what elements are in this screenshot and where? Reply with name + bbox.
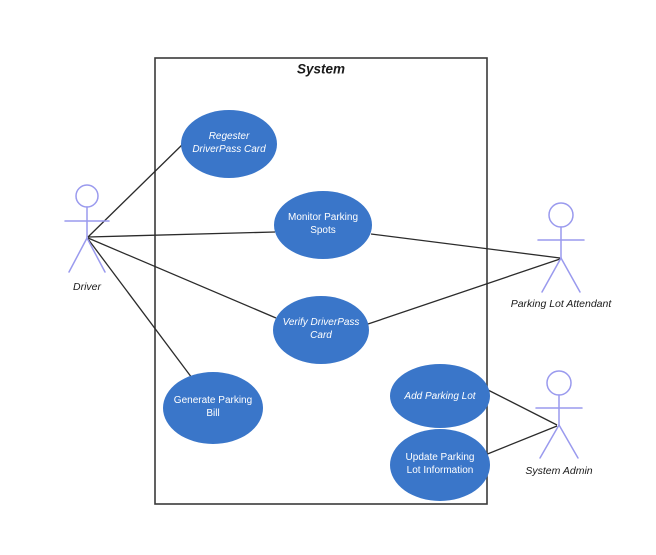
association-verify-to-attendant[interactable] bbox=[367, 258, 561, 325]
use-case-add-parking-lot[interactable]: Add Parking Lot bbox=[390, 364, 490, 428]
use-case-label-line-1: Generate Parking bbox=[174, 395, 252, 406]
actor-system-admin[interactable]: System Admin bbox=[525, 370, 593, 477]
actor-leg-left-icon bbox=[541, 257, 562, 293]
actor-head-icon bbox=[548, 202, 574, 228]
association-add-lot-to-admin[interactable] bbox=[485, 388, 558, 426]
actor-leg-left-icon bbox=[68, 237, 88, 273]
use-case-label-line-1: Add Parking Lot bbox=[403, 391, 476, 402]
actor-head-icon bbox=[75, 184, 99, 208]
association-monitor-to-attendant[interactable] bbox=[370, 233, 561, 259]
actor-leg-right-icon bbox=[86, 237, 106, 273]
use-case-update-parking-lot-information[interactable]: Update Parking Lot Information bbox=[390, 429, 490, 501]
use-case-label-line-2: Bill bbox=[206, 408, 219, 419]
actor-leg-right-icon bbox=[560, 257, 581, 293]
use-case-label-line-1: Update Parking bbox=[406, 452, 475, 463]
use-case-ellipse[interactable] bbox=[163, 372, 263, 444]
use-case-ellipse[interactable] bbox=[390, 364, 490, 428]
actor-parking-lot-attendant[interactable]: Parking Lot Attendant bbox=[511, 202, 613, 310]
use-case-generate-parking-bill[interactable]: Generate Parking Bill bbox=[163, 372, 263, 444]
association-update-lot-to-admin[interactable] bbox=[484, 425, 558, 456]
use-case-label-line-1: Verify DriverPass bbox=[283, 317, 360, 328]
use-case-monitor-parking-spots[interactable]: Monitor Parking Spots bbox=[274, 191, 372, 259]
actor-driver[interactable]: Driver bbox=[64, 184, 110, 293]
use-case-label-line-1: Regester bbox=[209, 131, 250, 142]
use-case-ellipse[interactable] bbox=[390, 429, 490, 501]
use-case-ellipse[interactable] bbox=[274, 191, 372, 259]
system-boundary-title: System bbox=[297, 62, 345, 77]
actor-leg-right-icon bbox=[558, 424, 579, 459]
use-case-label-line-2: Card bbox=[310, 330, 332, 341]
use-case-label-line-2: Lot Information bbox=[407, 465, 474, 476]
use-case-label-line-1: Monitor Parking bbox=[288, 212, 358, 223]
actor-leg-left-icon bbox=[539, 424, 560, 459]
association-driver-to-generate-bill[interactable] bbox=[87, 238, 193, 379]
actor-label: Driver bbox=[73, 281, 102, 293]
use-case-ellipse[interactable] bbox=[181, 110, 277, 178]
use-case-label-line-2: Spots bbox=[310, 225, 336, 236]
use-case-label-line-2: DriverPass Card bbox=[192, 144, 266, 155]
use-case-verify-driverpass-card[interactable]: Verify DriverPass Card bbox=[273, 296, 369, 364]
actor-head-icon bbox=[546, 370, 572, 396]
association-driver-to-monitor[interactable] bbox=[87, 231, 276, 238]
use-case-register-driverpass-card[interactable]: Regester DriverPass Card bbox=[181, 110, 277, 178]
actor-label: Parking Lot Attendant bbox=[511, 298, 613, 310]
association-driver-to-verify[interactable] bbox=[87, 237, 277, 319]
actor-label: System Admin bbox=[525, 465, 592, 477]
use-case-ellipse[interactable] bbox=[273, 296, 369, 364]
